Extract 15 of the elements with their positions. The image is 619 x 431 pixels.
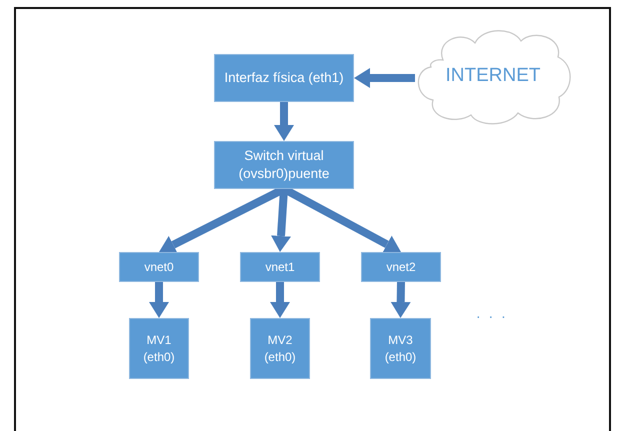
arrow — [390, 282, 411, 318]
ellipsis-label: · · · — [476, 308, 508, 324]
arrow — [270, 282, 290, 318]
network-box: vnet2 — [361, 252, 441, 282]
network-box: vnet0 — [119, 252, 199, 282]
network-box: MV2 (eth0) — [250, 318, 310, 379]
network-box: Switch virtual (ovsbr0)puente — [214, 141, 354, 189]
arrow — [354, 68, 415, 88]
arrow — [274, 102, 294, 141]
network-box: MV3 (eth0) — [370, 318, 431, 379]
network-box: vnet1 — [240, 252, 320, 282]
cloud-label: INTERNET — [446, 65, 540, 87]
arrow — [149, 282, 169, 318]
network-box: Interfaz física (eth1) — [214, 54, 354, 102]
network-box: MV1 (eth0) — [129, 318, 189, 379]
